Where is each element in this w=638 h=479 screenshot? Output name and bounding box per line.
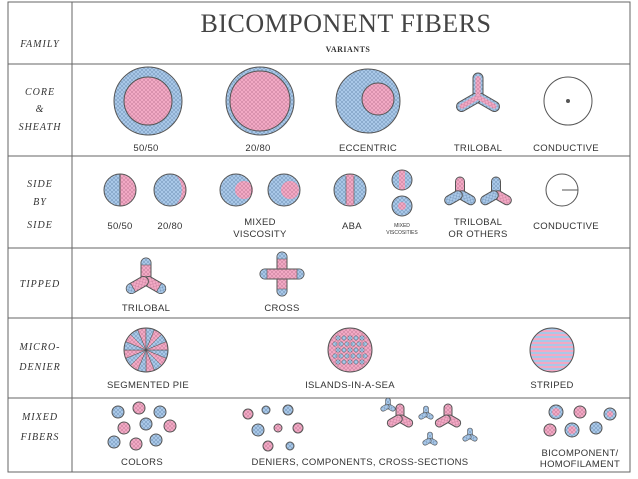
striped-fiber [529,327,575,373]
side-by-side-trilobal-a [444,176,476,206]
svg-text:CONDUCTIVE: CONDUCTIVE [533,221,599,232]
svg-text:20/80: 20/80 [245,143,270,154]
svg-text:BICOMPONENT/: BICOMPONENT/ [542,448,619,459]
svg-text:ABA: ABA [342,221,362,232]
core-sheath-50-50 [113,66,183,136]
svg-text:SIDE: SIDE [27,179,53,190]
svg-text:&: & [36,104,45,115]
side-by-side-labels: 50/50 20/80 MIXED VISCOSITY ABA MIXED VI… [107,217,599,240]
side-by-side-aba [333,173,367,207]
svg-text:ECCENTRIC: ECCENTRIC [339,143,397,154]
svg-text:FIBERS: FIBERS [20,432,60,443]
mixed-deniers [242,404,304,452]
svg-text:MIXED: MIXED [244,217,276,228]
side-by-side-20-80 [153,173,187,207]
svg-text:SIDE: SIDE [27,220,53,231]
svg-text:CORE: CORE [25,87,55,98]
svg-text:20/80: 20/80 [157,221,182,232]
mixed-trilobals [380,397,478,446]
islands-in-a-sea [327,327,373,373]
side-by-side-trilobal-b [480,176,512,206]
family-tipped: TIPPED [20,279,60,290]
svg-text:MICRO-: MICRO- [19,342,61,353]
core-sheath-20-80 [225,66,295,136]
family-core-sheath: CORE & SHEATH [19,87,62,133]
svg-text:BY: BY [33,197,47,208]
mixed-colors [107,401,177,451]
svg-text:50/50: 50/50 [107,221,132,232]
svg-text:VISCOSITY: VISCOSITY [233,229,287,240]
svg-text:MIXED: MIXED [394,223,410,229]
core-sheath-labels: 50/50 20/80 ECCENTRIC TRILOBAL CONDUCTIV… [133,143,599,154]
svg-text:HOMOFILAMENT: HOMOFILAMENT [540,459,620,470]
svg-text:STRIPED: STRIPED [530,380,573,391]
side-by-side-conductive [545,173,579,207]
svg-text:CONDUCTIVE: CONDUCTIVE [533,143,599,154]
mixed-fibers-labels: COLORS DENIERS, COMPONENTS, CROSS-SECTIO… [121,448,620,470]
family-header: FAMILY [19,39,60,50]
svg-text:TRILOBAL: TRILOBAL [122,303,170,314]
tipped-trilobal [125,257,167,294]
svg-text:50/50: 50/50 [133,143,158,154]
side-by-side-50-50 [103,173,137,207]
svg-text:SEGMENTED PIE: SEGMENTED PIE [107,380,189,391]
svg-text:DENIERS, COMPONENTS, CROSS-SEC: DENIERS, COMPONENTS, CROSS-SECTIONS [252,457,469,468]
core-sheath-eccentric [335,68,401,134]
table-grid [7,1,631,473]
tipped-cross [259,251,305,297]
mixed-bicomponent-homofilament [543,404,617,438]
segmented-pie [123,327,169,373]
micro-denier-labels: SEGMENTED PIE ISLANDS-IN-A-SEA STRIPED [107,380,573,391]
core-sheath-trilobal [456,72,500,112]
svg-text:CROSS: CROSS [264,303,299,314]
svg-text:SHEATH: SHEATH [19,122,62,133]
page-title: BICOMPONENT FIBERS [201,9,492,38]
family-side-by-side: SIDE BY SIDE [27,179,53,231]
core-sheath-conductive [543,76,593,126]
svg-text:COLORS: COLORS [121,457,163,468]
svg-text:TRILOBAL: TRILOBAL [454,143,502,154]
svg-text:OR OTHERS: OR OTHERS [448,229,507,240]
svg-text:ISLANDS-IN-A-SEA: ISLANDS-IN-A-SEA [305,380,395,391]
family-micro-denier: MICRO- DENIER [18,342,61,373]
variants-header: VARIANTS [326,45,371,54]
side-by-side-mixed-viscosity [219,173,301,207]
svg-text:MIXED: MIXED [21,412,58,423]
svg-text:VISCOSITIES: VISCOSITIES [386,230,418,236]
side-by-side-mixed-viscosities [391,169,413,217]
tipped-labels: TRILOBAL CROSS [122,303,300,314]
svg-text:DENIER: DENIER [18,362,61,373]
svg-text:TIPPED: TIPPED [20,279,60,290]
svg-text:TRILOBAL: TRILOBAL [454,217,502,228]
family-mixed-fibers: MIXED FIBERS [20,412,60,443]
